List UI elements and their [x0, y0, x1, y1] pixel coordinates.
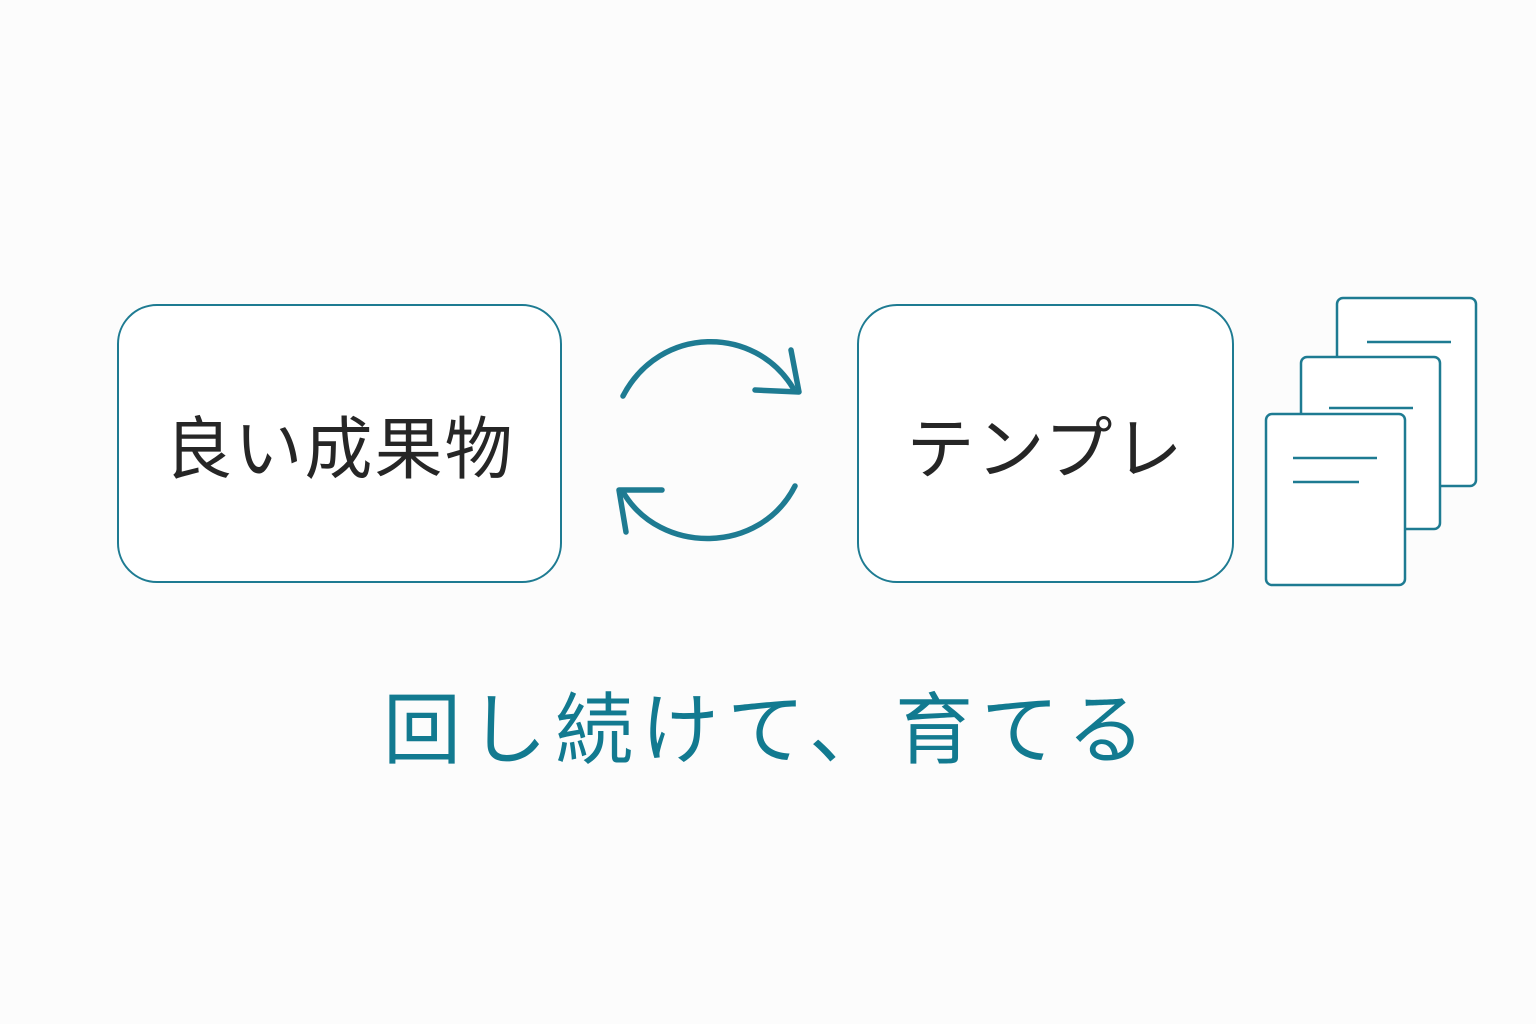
document-stack-icon	[1264, 296, 1478, 587]
template-box: テンプレ	[857, 304, 1234, 583]
document-front	[1264, 412, 1407, 587]
tagline: 回し続けて、育てる	[382, 686, 1154, 776]
top-arc-arrow	[620, 339, 796, 399]
good-output-label: 良い成果物	[164, 411, 515, 490]
refresh-cycle-icon	[616, 339, 802, 542]
template-label: テンプレ	[906, 411, 1185, 490]
good-output-box: 良い成果物	[117, 304, 562, 583]
top-arrowhead	[752, 347, 802, 395]
bottom-arrowhead	[616, 487, 665, 535]
bottom-arc-arrow	[620, 483, 798, 542]
